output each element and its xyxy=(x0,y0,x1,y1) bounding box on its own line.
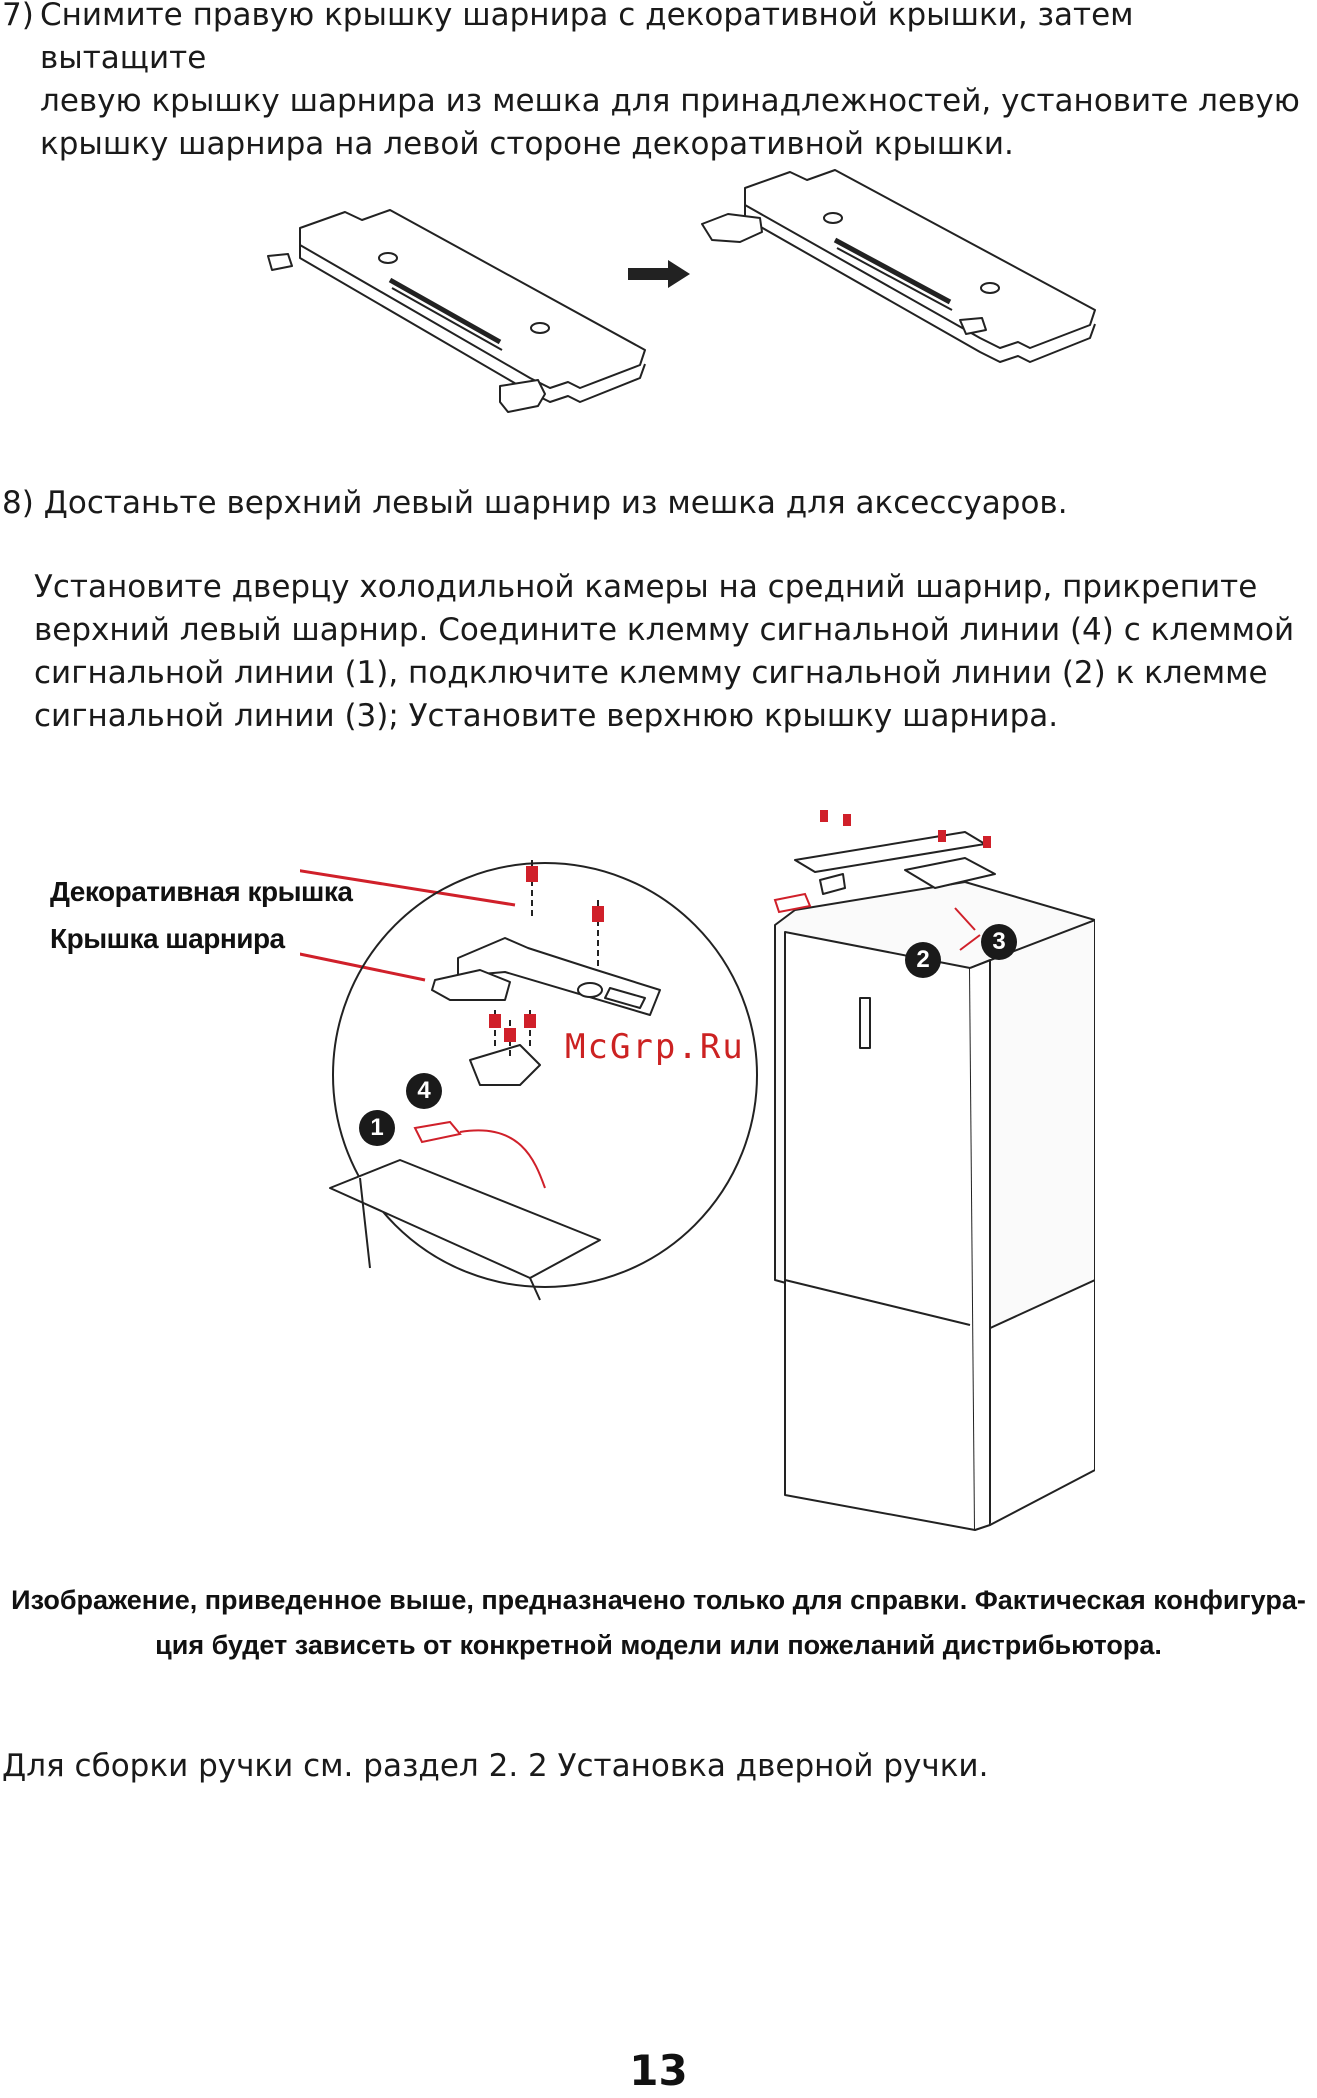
step-8-line: 8) Достаньте верхний левый шарнир из меш… xyxy=(2,485,1068,521)
step-8-instructions: Установите дверцу холодильной камеры на … xyxy=(34,566,1304,738)
step-7-line: крышку шарнира на левой стороне декорати… xyxy=(40,126,1014,162)
reference-note: Изображение, приведенное выше, предназна… xyxy=(0,1578,1317,1668)
instruction-line: сигнальной линии (1), подключите клемму … xyxy=(34,655,1268,691)
note-line: ция будет зависеть от конкретной модели … xyxy=(155,1630,1162,1660)
watermark: McGrp.Ru xyxy=(565,1027,745,1067)
step-8-text: 8) Достаньте верхний левый шарнир из меш… xyxy=(2,482,1302,525)
step-7-number: 7) xyxy=(2,0,34,33)
callout-badge-1: 1 xyxy=(359,1110,395,1146)
page-number: 13 xyxy=(629,2046,688,2095)
callout-badge-3: 3 xyxy=(981,924,1017,960)
callout-badge-2: 2 xyxy=(905,942,941,978)
step-7-line: Снимите правую крышку шарнира с декорати… xyxy=(40,0,1134,76)
hinge-detail-illustration xyxy=(300,860,758,1301)
step-7-line: левую крышку шарнира из мешка для принад… xyxy=(40,83,1300,119)
note-line: Изображение, приведенное выше, предназна… xyxy=(11,1585,1306,1615)
refrigerator-illustration xyxy=(773,810,1095,1531)
callout-badge-4: 4 xyxy=(406,1073,442,1109)
handle-assembly-note: Для сборки ручки см. раздел 2. 2 Установ… xyxy=(2,1748,989,1784)
instruction-line: верхний левый шарнир. Соедините клемму с… xyxy=(34,612,1295,648)
instruction-line: сигнальной линии (3); Установите верхнюю… xyxy=(34,698,1059,734)
label-decorative-cover: Декоративная крышка xyxy=(50,876,353,907)
step-7-text: 7) Снимите правую крышку шарнира с декор… xyxy=(2,0,1302,166)
instruction-line: Установите дверцу холодильной камеры на … xyxy=(34,569,1258,605)
hinge-cover-illustration xyxy=(267,169,1096,413)
label-hinge-cover: Крышка шарнира xyxy=(50,923,285,954)
